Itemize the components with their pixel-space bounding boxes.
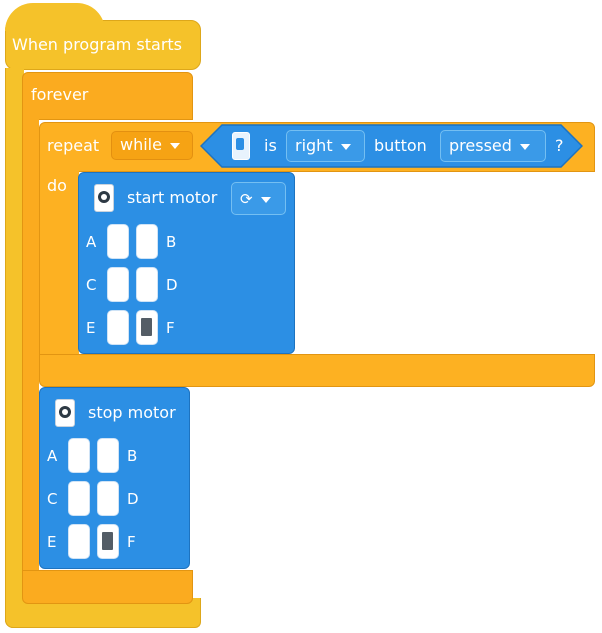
- hat-label: When program starts: [12, 35, 183, 54]
- port-d-label: D: [127, 490, 139, 508]
- motor-icon: [94, 184, 114, 212]
- stop-motor-label: stop motor: [88, 403, 176, 422]
- clockwise-rotation-icon: ⟳: [240, 190, 253, 208]
- repeat-mode-dropdown[interactable]: while: [111, 131, 193, 160]
- repeat-label: repeat: [47, 136, 100, 155]
- motor-icon: [55, 399, 75, 427]
- hat-cap: [5, 3, 105, 31]
- port-e-label: E: [47, 533, 57, 551]
- port-f-label: F: [127, 533, 136, 551]
- condition-button-label: button: [374, 136, 427, 155]
- port-d-toggle[interactable]: [97, 481, 119, 516]
- port-b-label: B: [166, 233, 177, 251]
- button-state-value: pressed: [449, 136, 512, 155]
- condition-is-label: is: [264, 136, 277, 155]
- forever-spine: [22, 118, 39, 586]
- port-a-toggle[interactable]: [68, 438, 90, 473]
- chevron-down-icon: [340, 143, 351, 150]
- port-c-toggle[interactable]: [107, 267, 129, 302]
- port-e-toggle[interactable]: [68, 524, 90, 559]
- button-side-value: right: [295, 136, 333, 155]
- repeat-footer: [39, 354, 595, 387]
- port-b-toggle[interactable]: [136, 224, 158, 259]
- chevron-down-icon: [519, 143, 530, 150]
- chevron-down-icon: [169, 142, 180, 149]
- port-d-toggle[interactable]: [136, 267, 158, 302]
- forever-footer: [22, 570, 193, 604]
- repeat-mode-value: while: [120, 135, 162, 154]
- port-e-label: E: [86, 319, 96, 337]
- repeat-spine: [39, 170, 79, 356]
- port-a-label: A: [47, 447, 58, 465]
- port-c-toggle[interactable]: [68, 481, 90, 516]
- chevron-down-icon: [260, 196, 271, 203]
- brain-hub-icon: [232, 132, 250, 160]
- port-a-toggle[interactable]: [107, 224, 129, 259]
- start-motor-label: start motor: [127, 188, 218, 207]
- port-d-label: D: [166, 276, 178, 294]
- port-e-toggle[interactable]: [107, 310, 129, 345]
- port-b-toggle[interactable]: [97, 438, 119, 473]
- forever-label: forever: [31, 85, 89, 104]
- motor-direction-dropdown[interactable]: ⟳: [231, 182, 286, 215]
- forever-block[interactable]: [22, 72, 193, 120]
- do-label: do: [47, 176, 67, 195]
- port-c-label: C: [86, 276, 97, 294]
- port-a-label: A: [86, 233, 97, 251]
- button-side-dropdown[interactable]: right: [286, 130, 365, 162]
- port-b-label: B: [127, 447, 138, 465]
- port-c-label: C: [47, 490, 58, 508]
- port-f-toggle[interactable]: [97, 524, 119, 559]
- hat-stack-spine: [5, 68, 24, 628]
- condition-question-mark: ?: [555, 136, 564, 155]
- port-f-label: F: [166, 319, 175, 337]
- port-f-toggle[interactable]: [136, 310, 158, 345]
- button-state-dropdown[interactable]: pressed: [440, 130, 546, 162]
